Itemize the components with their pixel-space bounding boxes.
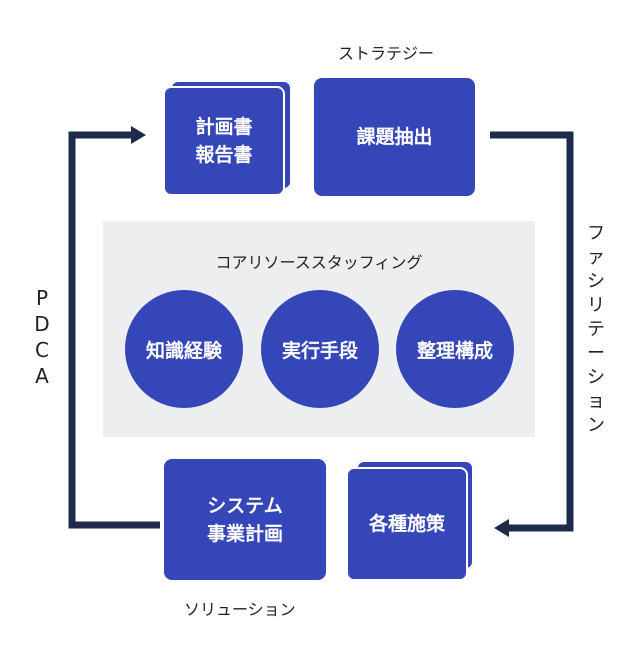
core-item-knowledge-label: 知識経験 [145, 339, 222, 362]
pdca-label: PDCA [34, 286, 50, 388]
facilitation-arrow [490, 131, 574, 532]
core-item-execution-label: 実行手段 [281, 339, 358, 362]
pdca-arrow [68, 131, 160, 529]
plan-report-line1: 計画書 [195, 116, 253, 138]
facilitation-arrow-head [494, 519, 509, 537]
facilitation-label: ファシリテーション [587, 223, 605, 436]
system-plan-box: システム 事業計画 [164, 459, 326, 580]
core-item-organization: 整理構成 [396, 290, 514, 408]
issue-extraction-box: 課題抽出 [314, 78, 475, 196]
core-resource-title: コアリソーススタッフィング [215, 253, 423, 272]
system-plan-line1: システム [207, 494, 283, 517]
measures-box: 各種施策 [346, 467, 468, 581]
solution-label: ソリューション [184, 600, 296, 619]
core-item-knowledge: 知識経験 [125, 290, 243, 408]
issue-extraction-label: 課題抽出 [356, 126, 433, 148]
system-plan-line2: 事業計画 [206, 522, 283, 545]
measures-label: 各種施策 [368, 513, 445, 535]
core-item-organization-label: 整理構成 [416, 339, 493, 362]
pdca-arrow-head [131, 126, 146, 144]
plan-report-line2: 報告書 [195, 144, 253, 166]
plan-report-box: 計画書 報告書 [163, 86, 285, 196]
core-item-execution: 実行手段 [261, 290, 379, 408]
strategy-label: ストラテジー [338, 44, 435, 63]
